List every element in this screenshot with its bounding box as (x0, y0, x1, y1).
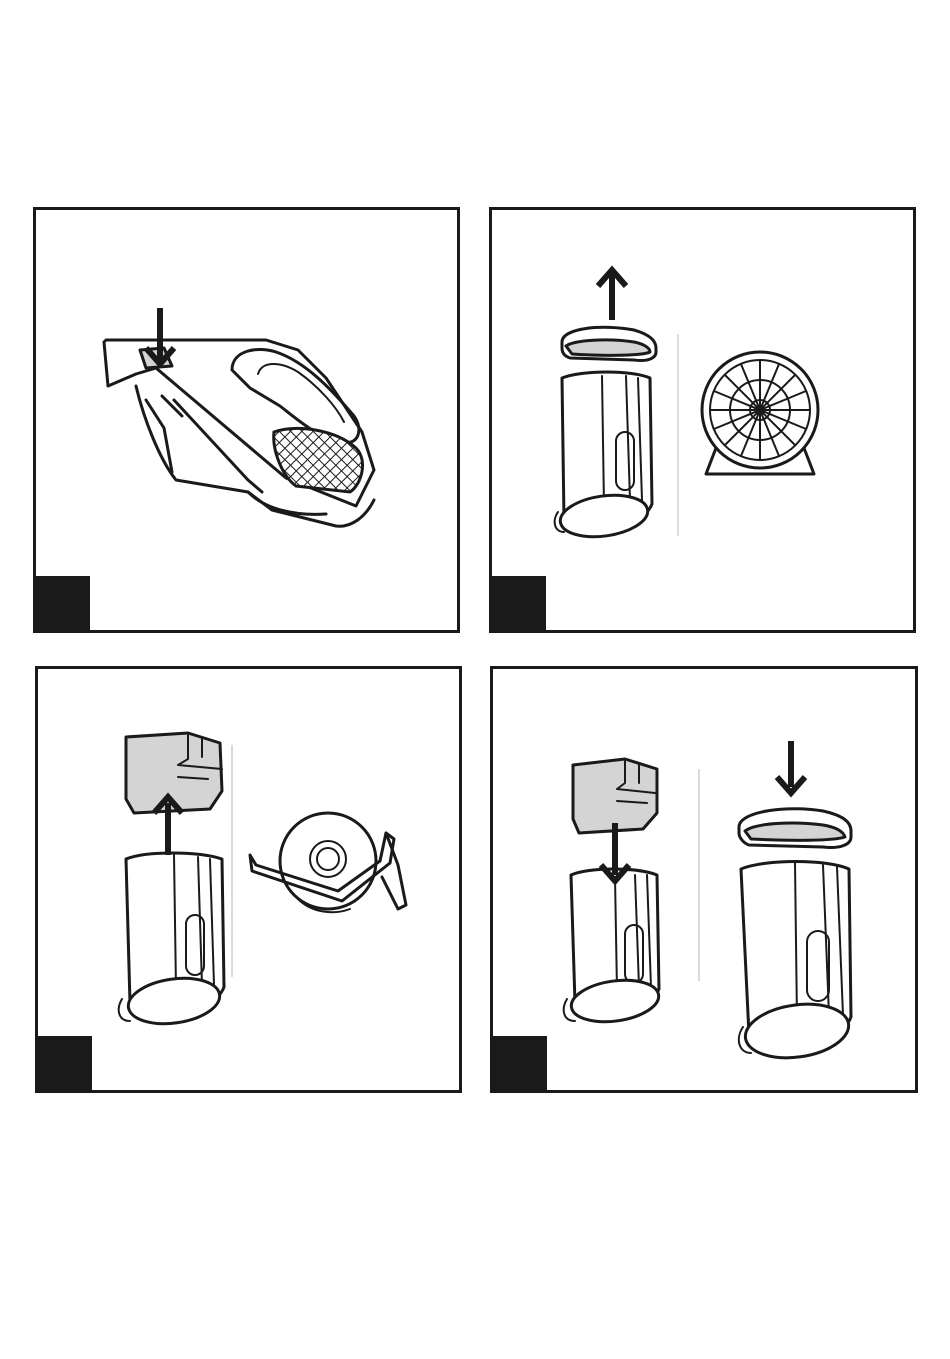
step-number-badge (490, 1036, 547, 1093)
filter-lid-icon (739, 809, 851, 848)
panel-2-illustration (492, 210, 913, 630)
step-number-badge (489, 576, 546, 633)
dust-bin-icon (564, 869, 662, 1027)
dust-bin-icon (739, 862, 852, 1064)
panel-4-illustration (493, 669, 915, 1090)
handheld-vacuum-icon (36, 210, 457, 630)
dust-bin-icon (119, 853, 224, 1029)
step-number-badge (35, 1036, 92, 1093)
panel-step-2 (489, 207, 916, 633)
panel-step-3 (35, 666, 462, 1093)
filter-cone-icon (250, 813, 406, 912)
dust-bin-icon (555, 372, 652, 542)
panel-step-4 (490, 666, 918, 1093)
cyclone-filter-icon (573, 759, 657, 833)
panel-step-1 (33, 207, 460, 633)
motor-guard-icon (702, 352, 818, 474)
panel-3-illustration (38, 669, 459, 1090)
step-number-badge (33, 576, 90, 633)
filter-lid-icon (562, 327, 656, 360)
